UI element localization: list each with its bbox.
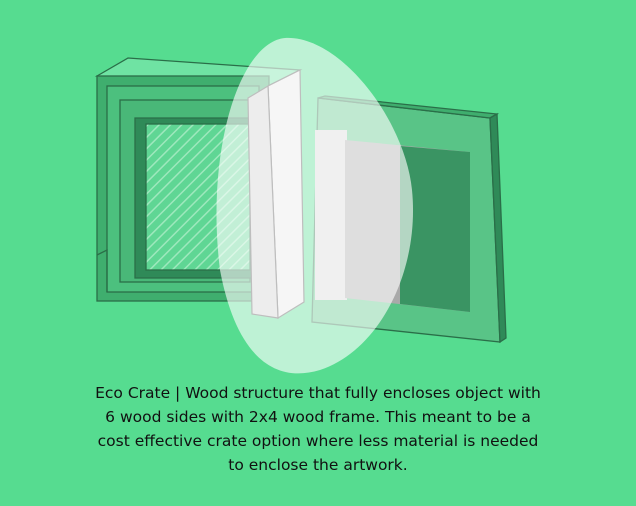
caption-line: to enclose the artwork. bbox=[228, 456, 408, 474]
caption-line: Eco Crate | Wood structure that fully en… bbox=[95, 384, 541, 402]
caption-line: cost effective crate option where less m… bbox=[97, 432, 539, 450]
highlight-blob bbox=[216, 37, 414, 374]
caption-line: 6 wood sides with 2x4 wood frame. This m… bbox=[105, 408, 531, 426]
caption: Eco Crate | Wood structure that fully en… bbox=[0, 381, 636, 477]
